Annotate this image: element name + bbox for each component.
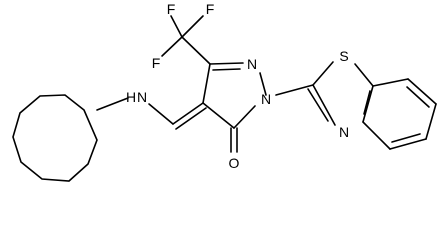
- atom-n-thiazole: N: [339, 124, 349, 140]
- atom-f-2: F: [206, 1, 215, 17]
- n-aryl-bond: [275, 84, 314, 96]
- structure-diagram: F F F N N O H N S N: [12, 1, 437, 182]
- atom-o-carbonyl: O: [229, 155, 240, 171]
- thiazole-ring: [307, 61, 374, 126]
- atom-n-pyrazole-1: N: [261, 91, 271, 107]
- carbonyl-bond: [230, 127, 238, 153]
- benzene-ring: [362, 78, 437, 150]
- methylidene-double-bond: [172, 102, 207, 130]
- cyclooctane-ring: [12, 94, 98, 182]
- atom-f-3: F: [152, 55, 161, 71]
- pyrazolone-ring: [202, 62, 267, 129]
- atom-h-amine: H: [126, 89, 136, 105]
- atom-labels: F F F N N O H N S N: [126, 1, 349, 171]
- atom-n-pyrazole-2: N: [247, 56, 257, 72]
- atom-n-amine: N: [137, 89, 147, 105]
- amine-linker-bonds: [96, 97, 174, 125]
- atom-s-thiazole: S: [339, 48, 348, 64]
- atom-f-1: F: [167, 1, 176, 17]
- trifluoromethyl-group: [161, 15, 211, 65]
